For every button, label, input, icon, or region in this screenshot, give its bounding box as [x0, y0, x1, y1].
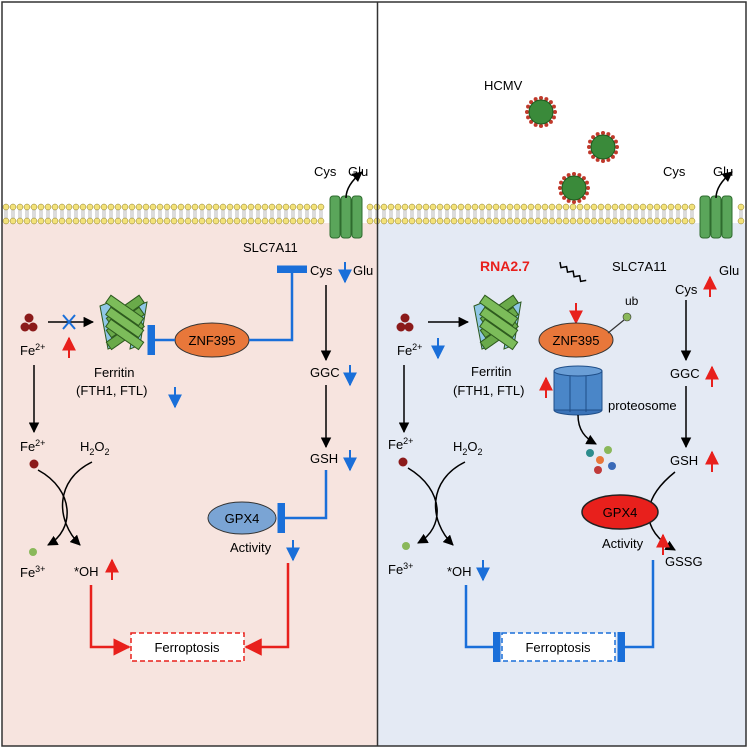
degraded-peptides-icon: [586, 446, 616, 474]
ferritin-label: Ferritin: [94, 365, 134, 380]
gpx4-node-right: [581, 494, 659, 530]
oh-promotes-ferroptosis: [89, 585, 131, 656]
rna27-label: RNA2.7: [480, 258, 530, 274]
glu-export-arrow-right: [715, 171, 733, 199]
activity-label-right: Activity: [602, 536, 644, 551]
gpx4-label: GPX4: [225, 511, 260, 526]
left-panel-top: [2, 2, 377, 205]
gsh-inhibits-gpx4: [277, 470, 328, 533]
fe2-label: Fe2+: [20, 342, 45, 358]
fe3-dot-icon: [29, 548, 37, 556]
slc7a11-label-right: SLC7A11: [612, 259, 667, 274]
ub-label: ub: [625, 294, 639, 308]
fenton-arrow-oh-right: [434, 461, 466, 546]
ubiquitin-icon: [622, 312, 632, 322]
cys-extracellular-label-right: Cys: [663, 164, 686, 179]
fe3-label: Fe3+: [20, 564, 45, 580]
cys-extracellular-label: Cys: [314, 164, 337, 179]
gsh-label-right: GSH: [670, 453, 698, 468]
glu-extracellular-label: Glu: [348, 164, 368, 179]
fe3-dot-icon-right: [402, 542, 410, 550]
gpx4-loss-promotes-ferroptosis: [244, 563, 290, 656]
ferroptosis-box-right: [501, 632, 616, 662]
ferritin-icon: [99, 294, 148, 351]
slc7a11-transporter-icon-right: [699, 195, 733, 239]
blocked-x-icon: [62, 314, 76, 330]
h2o2-label-right: H2O2: [453, 439, 483, 457]
gpx4-node: [207, 501, 277, 535]
activity-label: Activity: [230, 540, 272, 555]
gpx4-inhibits-ferroptosis: [617, 560, 655, 662]
proteosome-icon: [553, 365, 603, 416]
left-panel-cytoplasm: [2, 220, 377, 746]
hcmv-label: HCMV: [484, 78, 523, 93]
ggc-label: GGC: [310, 365, 340, 380]
ferroptosis-box-left: [130, 632, 245, 662]
cell-membrane: [2, 203, 746, 225]
gssg-label: GSSG: [665, 554, 703, 569]
znf395-label: ZNF395: [189, 333, 236, 348]
hcmv-virions: [525, 96, 619, 204]
proteosome-label: proteosome: [608, 398, 677, 413]
fenton-arrow-fe-right: [407, 467, 438, 544]
fe2-dot-icon: [29, 459, 39, 469]
ferritin-genes-label: (FTH1, FTL): [76, 383, 148, 398]
glu-export-arrow: [345, 171, 363, 199]
ggc-label-right: GGC: [670, 366, 700, 381]
right-panel-top: [378, 2, 746, 205]
right-panel-cytoplasm: [378, 220, 746, 746]
cys-intracellular-label-right: Cys: [675, 282, 698, 297]
fe3-label-right: Fe3+: [388, 561, 413, 577]
iron-dots-icon-right: [396, 313, 414, 332]
znf395-label-right: ZNF395: [553, 333, 600, 348]
fenton-arrow-fe: [37, 469, 68, 546]
fe2-label-right: Fe2+: [397, 342, 422, 358]
ferroptosis-label-right: Ferroptosis: [525, 640, 591, 655]
h2o2-label: H2O2: [80, 439, 110, 457]
oh-label-right: *OH: [447, 564, 472, 579]
gsh-label: GSH: [310, 451, 338, 466]
ferroptosis-label-left: Ferroptosis: [154, 640, 220, 655]
znf395-inhibits-slc7a11: [249, 265, 307, 342]
fe2-dot-icon-right: [398, 457, 408, 467]
fenton-arrow-oh: [61, 461, 93, 546]
znf395-node-right: [538, 322, 614, 358]
degradation-arrow: [577, 414, 597, 445]
gpx4-label-right: GPX4: [603, 505, 638, 520]
slc7a11-transporter-icon: [329, 195, 363, 239]
oh-label: *OH: [74, 564, 99, 579]
fe2-lower-label-right: Fe2+: [388, 436, 413, 452]
ferritin-icon-right: [473, 294, 522, 351]
ub-link: [607, 319, 625, 334]
fe2-lower-label: Fe2+: [20, 438, 45, 454]
oh-fails-ferroptosis: [464, 585, 501, 662]
cys-intracellular-label: Cys: [310, 263, 333, 278]
glu-extracellular-label-right: Glu: [713, 164, 733, 179]
ferritin-genes-label-right: (FTH1, FTL): [453, 383, 525, 398]
glu-intracellular-label: Glu: [353, 263, 373, 278]
ferritin-label-right: Ferritin: [471, 364, 511, 379]
rna-squiggle-icon: [559, 261, 587, 283]
iron-dots-icon: [20, 313, 38, 332]
glu-intracellular-label-right: Glu: [719, 263, 739, 278]
slc7a11-label: SLC7A11: [243, 240, 298, 255]
